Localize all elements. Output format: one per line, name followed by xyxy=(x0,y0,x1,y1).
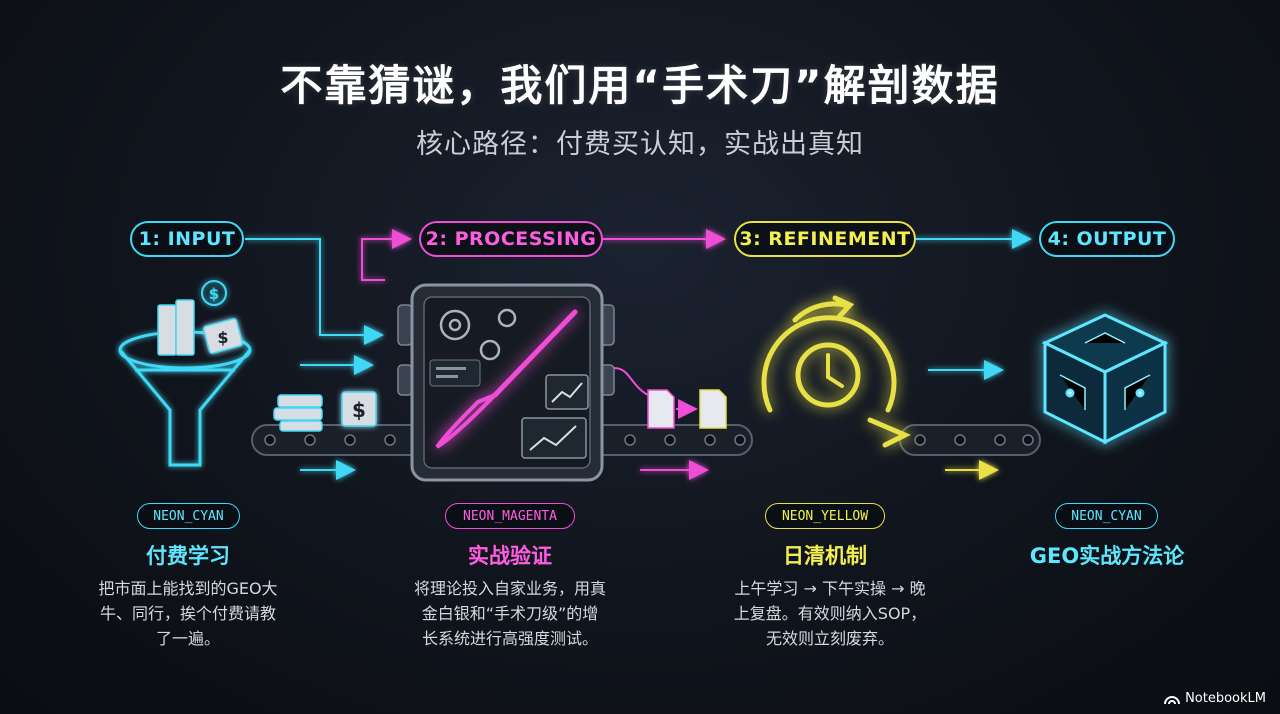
stage-2-heading: 实战验证 xyxy=(468,544,552,568)
stage-3-desc-line: 上午学习 → 下午实操 → 晚 xyxy=(734,579,926,598)
stage-2-desc-line: 将理论投入自家业务，用真 xyxy=(413,579,606,598)
top-connectors xyxy=(245,229,1032,345)
clock-cycle-icon xyxy=(761,295,911,448)
stage-2-label: 2: PROCESSING xyxy=(419,221,603,257)
document-icon xyxy=(613,367,727,429)
stage-3-heading: 日清机制 xyxy=(783,544,867,568)
chart-icon xyxy=(521,374,589,459)
dollar-coin-icon: $ $ $ xyxy=(201,280,377,427)
stage-1-desc-line: 了一遍。 xyxy=(155,629,220,648)
stage-2-desc-line: 金白银和“手术刀级”的增 xyxy=(421,604,599,623)
stage-4-tag: NEON_CYAN xyxy=(1055,503,1158,529)
stage-3-desc-line: 无效则立刻废弃。 xyxy=(765,629,894,648)
stage-1-label: 1: INPUT xyxy=(130,221,244,257)
stage-2-desc-line: 长系统进行高强度测试。 xyxy=(421,629,598,648)
stage-1-desc-line: 把市面上能找到的GEO大 xyxy=(98,579,278,598)
stage-3-description: 上午学习 → 下午实操 → 晚 上复盘。有效则纳入SOP， 无效则立刻废弃。 xyxy=(710,576,950,651)
stage-2-description: 将理论投入自家业务，用真 金白银和“手术刀级”的增 长系统进行高强度测试。 xyxy=(390,576,630,651)
stage-1-description: 把市面上能找到的GEO大 牛、同行，挨个付费请教 了一遍。 xyxy=(68,576,308,651)
books-icon xyxy=(157,299,323,432)
cube-icon xyxy=(1041,313,1169,445)
notebooklm-logo-icon xyxy=(1164,695,1181,704)
stage-4-label: 4: OUTPUT xyxy=(1039,221,1175,257)
conveyor-belt-icon xyxy=(251,424,1041,456)
stage-3-label: 3: REFINEMENT xyxy=(734,221,916,257)
stage-4-heading: GEO实战方法论 xyxy=(1029,544,1185,568)
stage-1-heading: 付费学习 xyxy=(146,544,230,568)
svg-text:$: $ xyxy=(352,398,366,422)
gear-icon xyxy=(439,308,517,361)
stage-2-tag: NEON_MAGENTA xyxy=(445,503,575,529)
page-subtitle: 核心路径：付费买认知，实战出真知 xyxy=(416,129,864,160)
stage-1-tag: NEON_CYAN xyxy=(137,503,240,529)
scalpel-icon xyxy=(435,309,578,449)
funnel-icon xyxy=(118,330,252,467)
brand-name: NotebookLM xyxy=(1185,691,1266,706)
belt-arrows xyxy=(300,355,1004,480)
page-title: 不靠猜谜，我们用“手术刀”解剖数据 xyxy=(280,61,1000,110)
svg-text:$: $ xyxy=(217,328,228,347)
svg-text:$: $ xyxy=(209,285,219,303)
stage-3-desc-line: 上复盘。有效则纳入SOP， xyxy=(733,604,927,623)
stage-3-tag: NEON_YELLOW xyxy=(765,503,885,529)
brand-watermark: NotebookLM xyxy=(1164,691,1266,706)
stage-1-desc-line: 牛、同行，挨个付费请教 xyxy=(99,604,276,623)
